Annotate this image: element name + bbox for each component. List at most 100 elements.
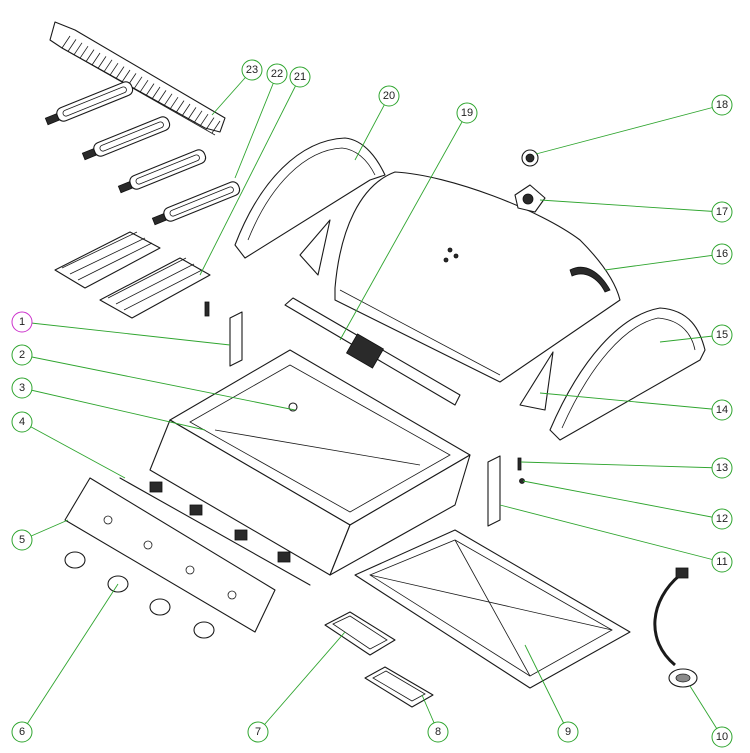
- callout-circle-21: [289, 66, 311, 88]
- callout-8: 8: [427, 721, 449, 743]
- callout-circle-9: [557, 721, 579, 743]
- callout-number-21: 21: [294, 71, 306, 83]
- callout-number-23: 23: [246, 64, 258, 76]
- callout-number-3: 3: [19, 382, 25, 394]
- callout-circle-16: [711, 243, 733, 265]
- callout-21: 21: [289, 66, 311, 88]
- callout-number-5: 5: [19, 534, 25, 546]
- callout-circle-13: [711, 457, 733, 479]
- callout-13: 13: [711, 457, 733, 479]
- callout-number-8: 8: [435, 726, 441, 738]
- callout-circle-1: [11, 311, 33, 333]
- callout-circle-20: [378, 85, 400, 107]
- callout-number-6: 6: [19, 726, 25, 738]
- bottom-tray: [354, 529, 631, 689]
- callout-circle-18: [711, 94, 733, 116]
- leader-line-19: [339, 112, 468, 341]
- left-side-panel: [234, 137, 386, 276]
- leader-lines: [21, 69, 723, 738]
- leader-line-6: [21, 583, 119, 733]
- callout-10: 10: [711, 726, 733, 748]
- callout-number-20: 20: [383, 90, 395, 102]
- leader-line-9: [524, 644, 569, 733]
- gas-regulator-hose: [653, 567, 698, 688]
- leader-line-20: [354, 95, 390, 161]
- callout-circle-14: [711, 399, 733, 421]
- grease-cup: [364, 666, 434, 708]
- callout-17: 17: [711, 201, 733, 223]
- callout-circle-19: [456, 102, 478, 124]
- leader-line-7: [257, 631, 346, 733]
- thermometer-bezel: [514, 184, 546, 213]
- leader-line-4: [21, 421, 126, 479]
- leader-line-16: [604, 253, 723, 271]
- grease-tray: [324, 611, 396, 656]
- burner-tubes: [44, 81, 241, 226]
- callout-circle-4: [11, 411, 33, 433]
- callout-circle-8: [427, 721, 449, 743]
- callout-number-17: 17: [716, 206, 728, 218]
- callout-4: 4: [11, 411, 33, 433]
- callout-circle-22: [266, 63, 288, 85]
- callout-circle-7: [247, 721, 269, 743]
- leader-line-12: [522, 480, 723, 520]
- callout-5: 5: [11, 529, 33, 551]
- hood-lid: [334, 171, 621, 383]
- callout-3: 3: [11, 377, 33, 399]
- callout-circle-12: [711, 508, 733, 530]
- callout-20: 20: [378, 85, 400, 107]
- callout-number-10: 10: [716, 731, 728, 743]
- callout-14: 14: [711, 399, 733, 421]
- callout-16: 16: [711, 243, 733, 265]
- warming-rack: [49, 21, 226, 136]
- leader-line-17: [539, 199, 723, 213]
- callout-15: 15: [711, 324, 733, 346]
- leader-line-22: [234, 73, 278, 179]
- callout-circle-2: [11, 344, 33, 366]
- callout-number-2: 2: [19, 349, 25, 361]
- callout-23: 23: [241, 59, 263, 81]
- leader-line-3: [21, 387, 206, 431]
- callout-number-4: 4: [19, 416, 25, 428]
- control-panel: [64, 477, 276, 633]
- callout-19: 19: [456, 102, 478, 124]
- gas-manifold: [119, 477, 311, 586]
- callout-11: 11: [711, 551, 733, 573]
- callout-number-22: 22: [271, 68, 283, 80]
- leader-line-14: [539, 392, 723, 411]
- callout-9: 9: [557, 721, 579, 743]
- callout-number-12: 12: [716, 513, 728, 525]
- right-hinge-bracket: [487, 455, 501, 527]
- heat-plates: [54, 231, 211, 319]
- callout-circle-15: [711, 324, 733, 346]
- callout-number-7: 7: [255, 726, 261, 738]
- callout-circle-5: [11, 529, 33, 551]
- callout-number-15: 15: [716, 329, 728, 341]
- callout-circle-3: [11, 377, 33, 399]
- callout-number-14: 14: [716, 404, 728, 416]
- callout-1: 1: [11, 311, 33, 333]
- leader-line-21: [199, 76, 301, 276]
- callout-circle-17: [711, 201, 733, 223]
- callout-number-16: 16: [716, 248, 728, 260]
- callout-number-18: 18: [716, 99, 728, 111]
- callout-number-19: 19: [461, 107, 473, 119]
- callout-number-9: 9: [565, 726, 571, 738]
- rotisserie-bracket: [519, 351, 554, 411]
- firebox-frame: [149, 349, 471, 576]
- callout-circle-23: [241, 59, 263, 81]
- callout-number-11: 11: [716, 556, 727, 568]
- leader-line-2: [21, 354, 296, 411]
- callout-2: 2: [11, 344, 33, 366]
- rotisserie-rod: [284, 297, 461, 406]
- callout-circle-10: [711, 726, 733, 748]
- screw-13: [517, 457, 522, 471]
- callout-number-13: 13: [716, 462, 728, 474]
- callout-6: 6: [11, 721, 33, 743]
- callout-22: 22: [266, 63, 288, 85]
- callout-circle-6: [11, 721, 33, 743]
- left-hinge-bracket: [204, 301, 243, 367]
